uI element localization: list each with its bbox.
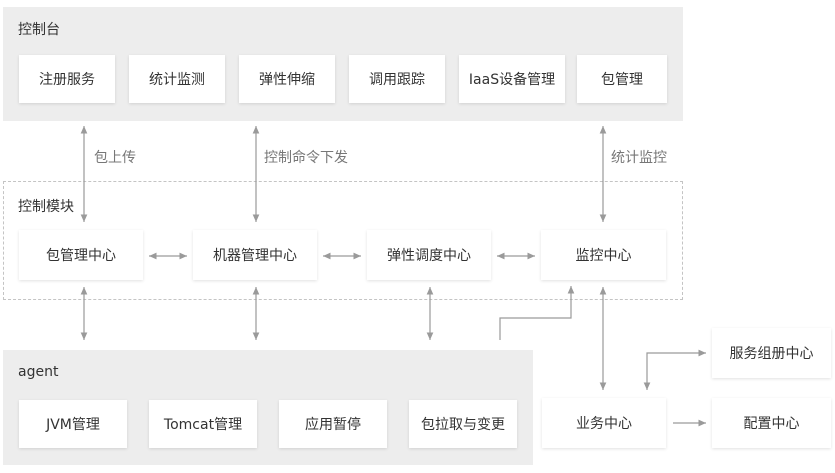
- service-registry-center[interactable]: 服务组册中心: [712, 328, 831, 378]
- config-center[interactable]: 配置中心: [712, 398, 831, 448]
- monitoring-center[interactable]: 监控中心: [541, 230, 666, 280]
- package-management-center[interactable]: 包管理中心: [19, 230, 143, 280]
- console-item-elastic-scaling[interactable]: 弹性伸缩: [239, 55, 335, 103]
- console-item-call-tracing[interactable]: 调用跟踪: [349, 55, 445, 103]
- edge-label-control-command: 控制命令下发: [264, 150, 348, 166]
- agent-item-package-pull-change[interactable]: 包拉取与变更: [409, 400, 517, 448]
- console-item-package-management[interactable]: 包管理: [577, 55, 667, 103]
- machine-management-center[interactable]: 机器管理中心: [193, 230, 317, 280]
- arrow-business-registry: [643, 349, 706, 390]
- console-item-register-service[interactable]: 注册服务: [19, 55, 115, 103]
- edge-label-stats-monitoring: 统计监控: [611, 150, 667, 166]
- console-title: 控制台: [18, 22, 60, 38]
- agent-item-jvm-management[interactable]: JVM管理: [19, 400, 127, 448]
- agent-title: agent: [18, 364, 59, 380]
- control-module-title: 控制模块: [18, 199, 74, 215]
- elastic-scheduling-center[interactable]: 弹性调度中心: [367, 230, 491, 280]
- agent-item-tomcat-management[interactable]: Tomcat管理: [149, 400, 257, 448]
- agent-item-app-pause[interactable]: 应用暂停: [279, 400, 387, 448]
- business-center[interactable]: 业务中心: [542, 398, 666, 448]
- control-module-frame: [3, 181, 683, 300]
- edge-label-package-upload: 包上传: [94, 150, 136, 166]
- console-item-stats-monitoring[interactable]: 统计监测: [129, 55, 225, 103]
- console-item-iaas-management[interactable]: IaaS设备管理: [459, 55, 565, 103]
- console-panel: [3, 7, 683, 121]
